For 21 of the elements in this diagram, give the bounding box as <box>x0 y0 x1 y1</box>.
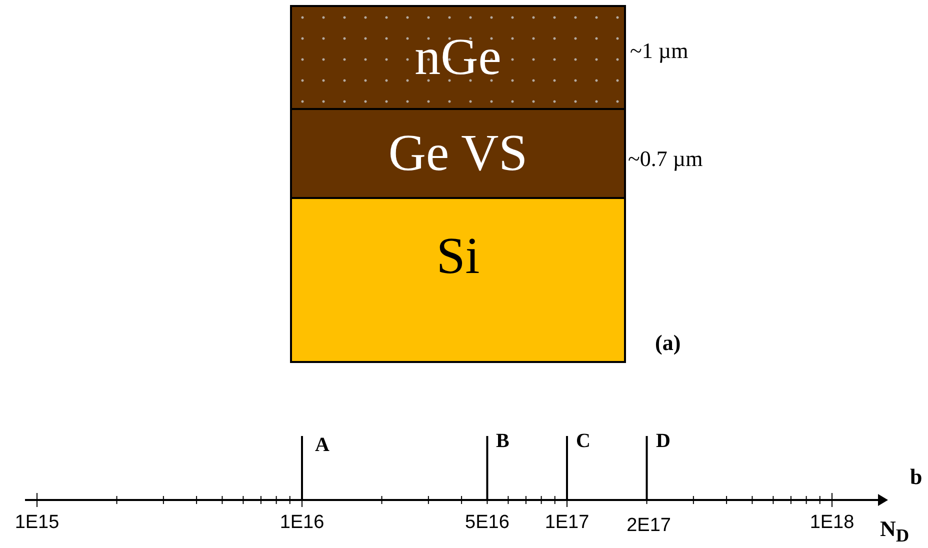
tick-label: 1E15 <box>14 512 60 534</box>
panel-label: (a) <box>655 330 681 356</box>
substrate-layer <box>290 197 626 363</box>
thickness-label: ~1 µm <box>630 38 688 64</box>
point-label: C <box>576 430 590 453</box>
tick-label: 2E17 <box>626 515 671 537</box>
tick-label: 1E16 <box>280 512 324 534</box>
thickness-label: ~0.7 µm <box>628 146 703 172</box>
point-label: B <box>496 430 510 453</box>
point-label: A <box>315 434 330 457</box>
layer-label: nGe <box>414 32 502 84</box>
tick-label: 1E18 <box>810 512 854 534</box>
panel-label: b <box>910 464 922 490</box>
tick-label: 1E17 <box>544 512 590 534</box>
buffer-layer <box>290 108 626 199</box>
layer-label: Si <box>436 231 480 283</box>
point-label: D <box>656 430 670 453</box>
doped-layer <box>290 5 626 110</box>
tick-label: 5E16 <box>465 512 510 534</box>
axis-label: N$_{D}$ <box>880 516 910 546</box>
layer-label: Ge VS <box>388 128 528 180</box>
